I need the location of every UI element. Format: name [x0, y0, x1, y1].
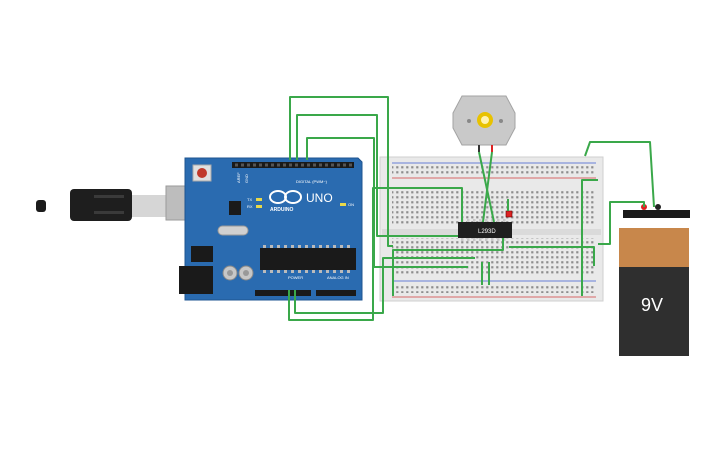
wire-1 — [289, 96, 393, 247]
usb-cable-icon[interactable] — [36, 185, 197, 221]
wire-8 — [482, 151, 493, 223]
battery-voltage-label: 9V — [641, 295, 663, 315]
battery-9v[interactable]: 9V — [619, 204, 690, 356]
battery-top — [619, 228, 689, 267]
wire-6 — [392, 238, 504, 296]
wires[interactable] — [288, 96, 655, 321]
pin-marker — [505, 210, 513, 218]
aref-label: AREF — [236, 172, 241, 183]
battery-body — [619, 267, 689, 356]
bottom-rail-holes[interactable] — [392, 284, 596, 293]
wire-15 — [509, 246, 595, 266]
ic-part-label: L293D — [478, 229, 496, 235]
voltage-regulator — [191, 246, 213, 262]
dc-motor-icon[interactable] — [452, 95, 516, 152]
wire-5 — [294, 257, 475, 314]
arduino-infinity-logo — [269, 190, 302, 204]
wire-10 — [584, 141, 655, 208]
usb-chip — [229, 201, 241, 215]
l293d-ic[interactable]: L293D — [458, 219, 512, 241]
model-label: UNO — [306, 191, 333, 205]
brand-label: ARDUINO — [270, 207, 293, 213]
wire-3 — [306, 137, 468, 268]
atmega-chip — [260, 245, 356, 273]
crystal — [217, 225, 249, 236]
digital-header[interactable] — [232, 162, 354, 168]
arduino-uno-board[interactable]: DIGITAL (PWM~) AREF GND ARDUINO UNO TX R… — [179, 157, 363, 301]
tx-led — [256, 198, 262, 201]
wire-2 — [296, 114, 458, 237]
wire-4 — [288, 187, 463, 321]
rx-label: RX — [247, 204, 253, 209]
bottom-terminal-holes[interactable] — [392, 238, 596, 274]
wire-12 — [598, 201, 645, 245]
on-led — [340, 203, 346, 206]
analog-header[interactable] — [316, 290, 356, 296]
top-rail-holes[interactable] — [392, 166, 596, 175]
power-header-label: POWER — [288, 275, 303, 280]
power-header[interactable] — [255, 290, 311, 296]
wire-11 — [581, 179, 598, 296]
digital-header-label: DIGITAL (PWM~) — [296, 179, 328, 184]
on-label: ON — [348, 202, 354, 207]
power-jack — [179, 266, 213, 294]
gnd-label: GND — [244, 174, 249, 183]
tx-label: TX — [247, 197, 252, 202]
rx-led — [256, 205, 262, 208]
reset-button[interactable] — [192, 164, 212, 182]
analog-header-label: ANALOG IN — [327, 275, 349, 280]
